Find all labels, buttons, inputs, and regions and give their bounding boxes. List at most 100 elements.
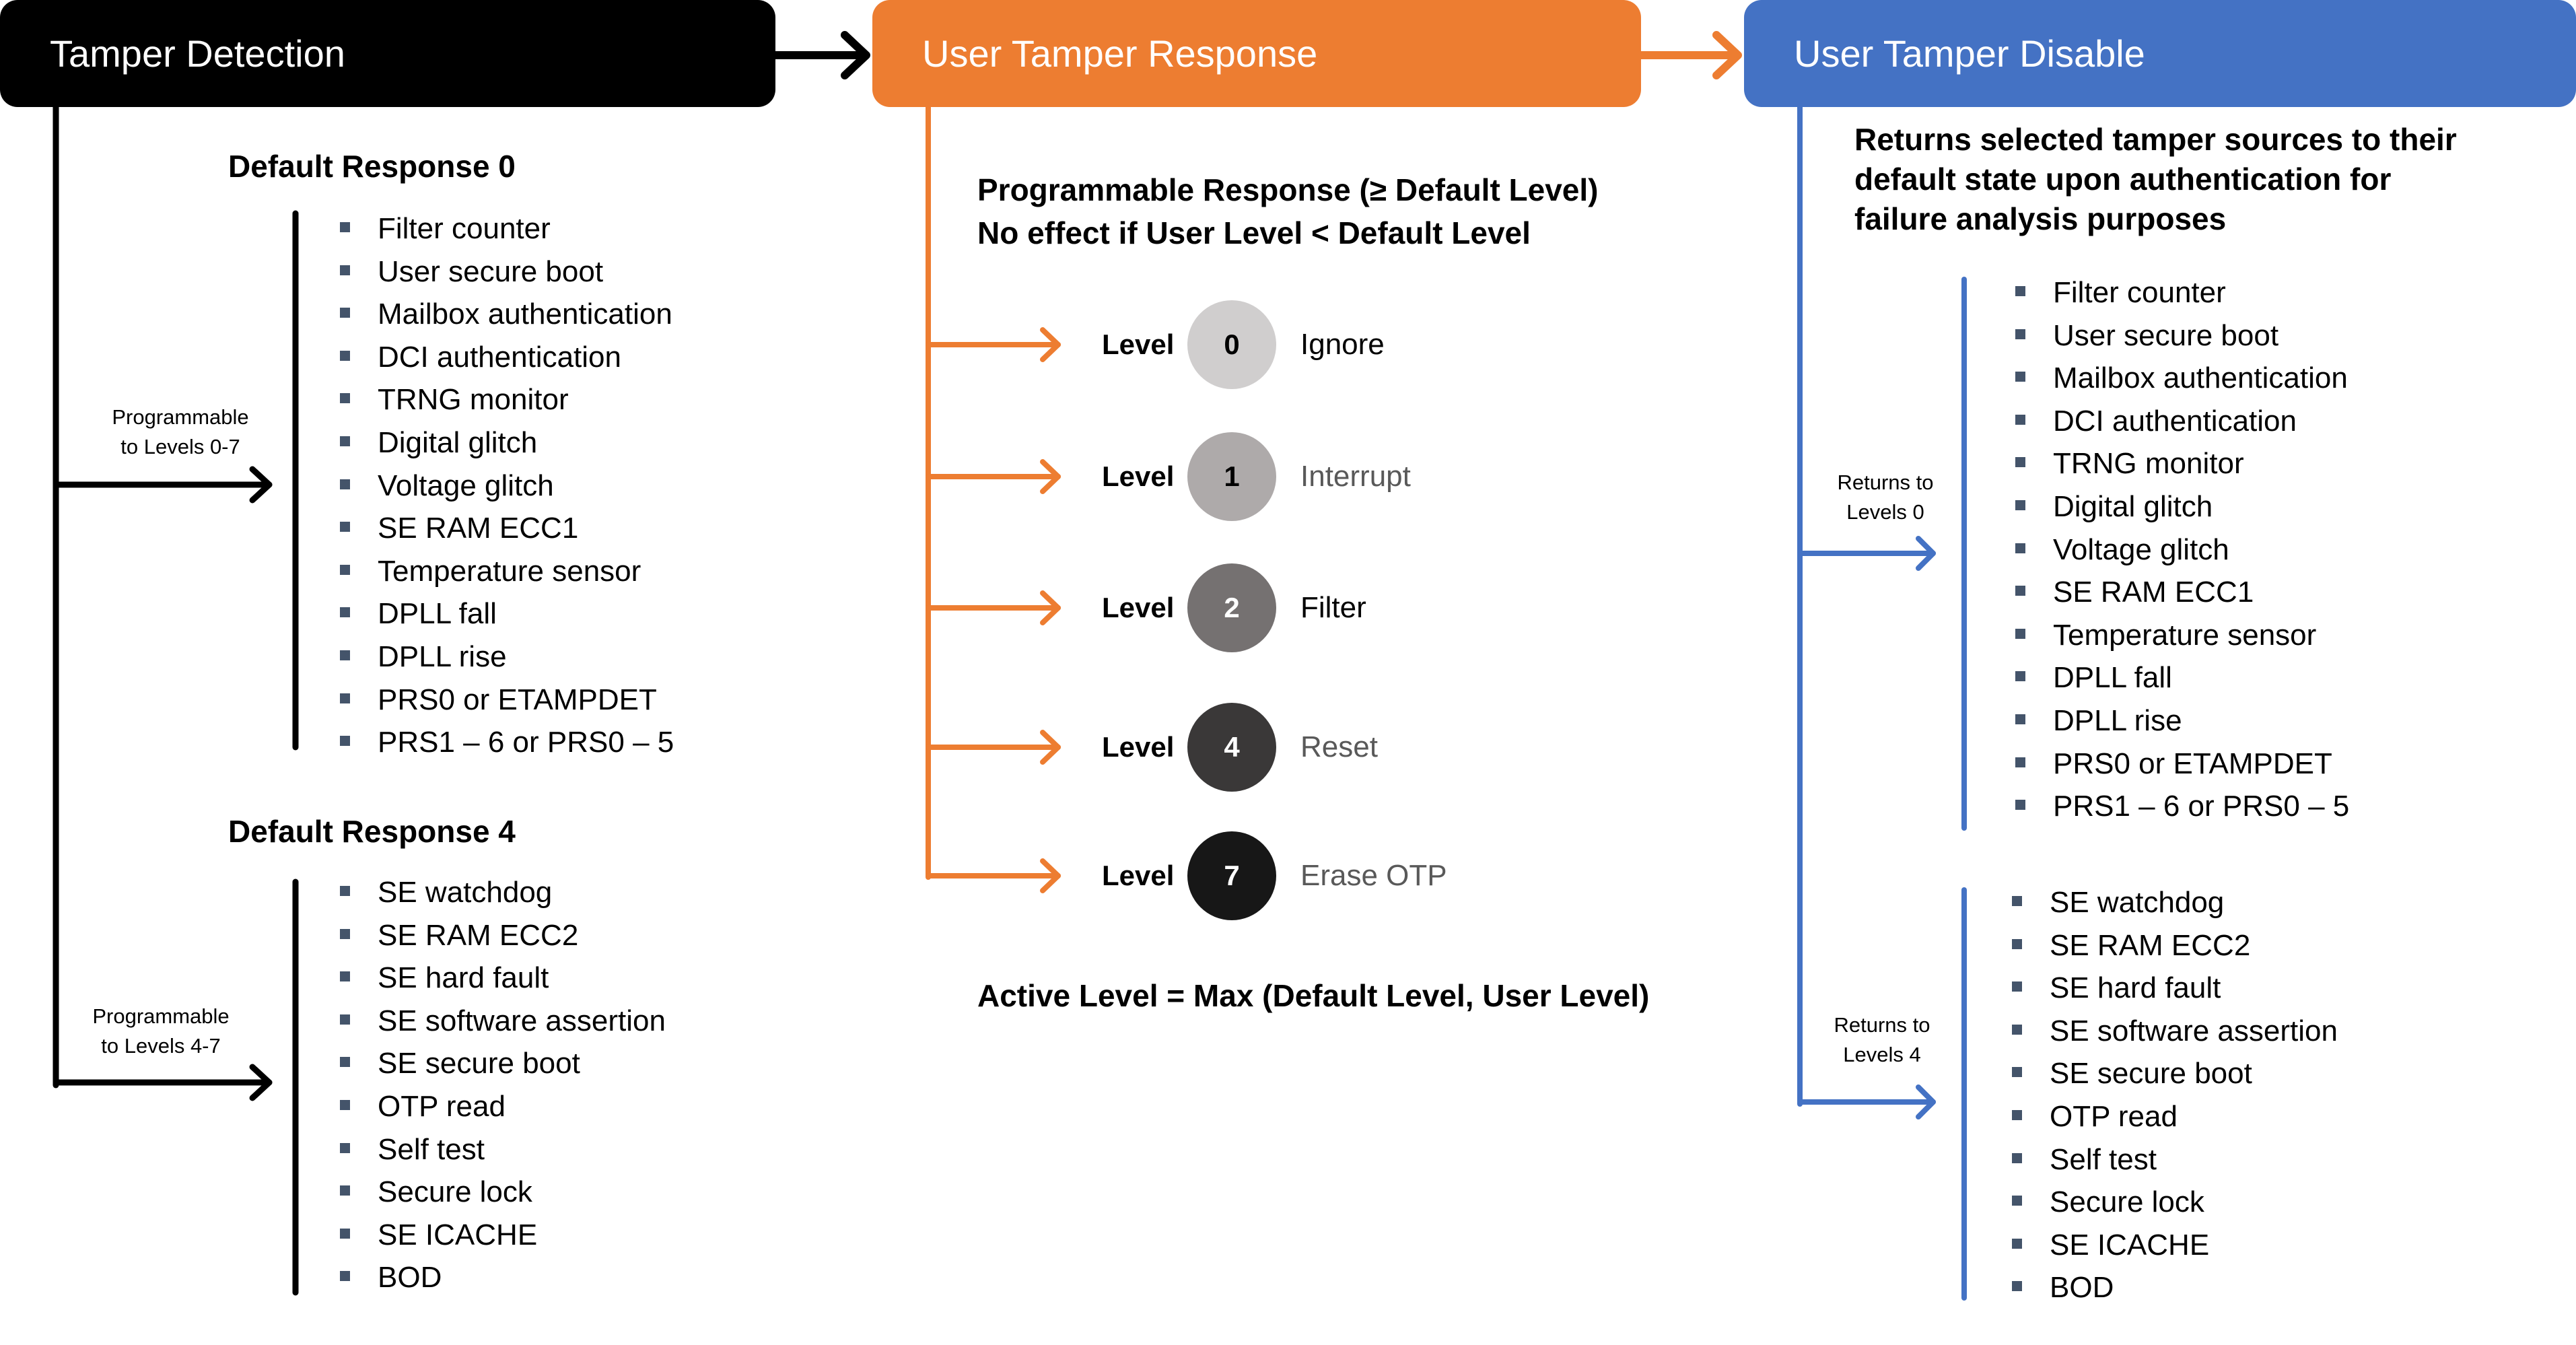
level-label: Level [1102,329,1175,360]
list-item-text: Secure lock [378,1175,532,1209]
square-bullet-icon [340,1271,350,1282]
square-bullet-icon [340,350,350,361]
list-item-text: PRS1 – 6 or PRS0 – 5 [378,726,674,759]
square-bullet-icon [2015,543,2025,553]
list-item-text: Secure lock [2050,1185,2204,1219]
level-number-badge: 7 [1187,831,1276,920]
square-bullet-icon [340,1014,350,1025]
default-response-0-title: Default Response 0 [228,149,516,184]
square-bullet-icon [2012,1196,2022,1206]
square-bullet-icon [340,1142,350,1153]
square-bullet-icon [340,1228,350,1239]
user-tamper-response-header: User Tamper Response [872,0,1641,107]
list-item-text: OTP read [378,1089,506,1123]
detection-trunk [53,104,299,1296]
list-item-text: DCI authentication [378,340,621,374]
square-bullet-icon [340,607,350,618]
list-item-text: SE hard fault [378,961,549,995]
square-bullet-icon [340,564,350,575]
square-bullet-icon [2015,800,2025,811]
programmable-0-7-label: Programmable to Levels 0-7 [112,403,248,462]
square-bullet-icon [2015,757,2025,767]
square-bullet-icon [340,308,350,318]
level-label: Level [1102,860,1175,891]
list-item-text: TRNG monitor [2053,447,2244,481]
level-number-badge: 4 [1187,703,1276,792]
list-item-text: DPLL fall [2053,661,2172,695]
level-label: Level [1102,731,1175,763]
list-item-text: Voltage glitch [378,469,554,502]
square-bullet-icon [340,650,350,660]
list-item-text: Voltage glitch [2053,532,2229,566]
list-item-text: User secure boot [2053,318,2279,352]
description-line: failure analysis purposes [1854,201,2227,236]
square-bullet-icon [2012,1152,2022,1163]
label-line: Programmable [112,405,249,429]
list-item-text: SE secure boot [2050,1057,2252,1091]
level-action: Filter [1300,591,1366,624]
square-bullet-icon [340,265,350,275]
arrow-response-to-disable [1637,31,1742,79]
square-bullet-icon [340,522,350,532]
level-number-badge: 1 [1187,432,1276,521]
returns-to-level-0-label: Returns to Levels 0 [1837,468,1933,527]
list-item-text: SE software assertion [378,1004,666,1037]
level-number-badge: 2 [1187,563,1276,652]
label-line: Programmable [92,1004,230,1028]
square-bullet-icon [2012,1238,2022,1249]
square-bullet-icon [2012,1067,2022,1078]
list-item-text: Filter counter [378,212,551,245]
list-item-text: SE ICACHE [2050,1228,2210,1262]
square-bullet-icon [2015,671,2025,682]
description-line: default state upon authentication for [1854,162,2392,197]
level-number-badge: 0 [1187,300,1276,389]
list-item-text: SE software assertion [2050,1014,2338,1047]
list-item-text: DCI authentication [2053,404,2297,438]
square-bullet-icon [2012,938,2022,949]
square-bullet-icon [2015,457,2025,468]
list-item-text: BOD [378,1261,442,1295]
square-bullet-icon [340,971,350,982]
list-item-text: SE RAM ECC2 [378,918,579,952]
square-bullet-icon [340,693,350,703]
response-trunk [926,104,1061,893]
list-item-text: SE ICACHE [378,1218,538,1251]
list-item-text: SE RAM ECC2 [2050,928,2251,962]
square-bullet-icon [340,736,350,747]
list-item-text: Mailbox authentication [2053,361,2348,395]
list-item-text: SE secure boot [378,1047,580,1080]
list-item-text: User secure boot [378,254,604,288]
programmable-response-note: Programmable Response (≥ Default Level) … [977,168,1599,254]
square-bullet-icon [2012,896,2022,906]
square-bullet-icon [340,479,350,489]
square-bullet-icon [2015,628,2025,639]
list-item-text: Digital glitch [378,425,538,459]
list-item-text: SE RAM ECC1 [2053,576,2254,609]
list-item-text: SE hard fault [2050,971,2221,1005]
list-item-text: PRS0 or ETAMPDET [378,683,657,716]
list-item-text: SE watchdog [2050,886,2225,919]
square-bullet-icon [2015,329,2025,339]
label-line: to Levels 4-7 [101,1034,221,1058]
list-item-text: DPLL rise [2053,703,2182,737]
note-line: Programmable Response (≥ Default Level) [977,172,1599,207]
level-label: Level [1102,460,1175,492]
square-bullet-icon [340,393,350,404]
list-item-text: Self test [378,1132,485,1166]
square-bullet-icon [340,1185,350,1196]
square-bullet-icon [2015,286,2025,296]
description-line: Returns selected tamper sources to their [1854,122,2457,157]
square-bullet-icon [340,1057,350,1068]
square-bullet-icon [2015,714,2025,724]
list-item-text: Digital glitch [2053,489,2213,523]
square-bullet-icon [2015,372,2025,382]
tamper-detection-header: Tamper Detection [0,0,775,107]
square-bullet-icon [2012,1281,2022,1292]
list-item-text: PRS0 or ETAMPDET [2053,747,2332,780]
label-line: Levels 0 [1846,500,1924,524]
disable-description: Returns selected tamper sources to their… [1854,120,2457,239]
level-action: Reset [1300,730,1378,763]
level-action: Erase OTP [1300,859,1447,892]
square-bullet-icon [340,436,350,446]
